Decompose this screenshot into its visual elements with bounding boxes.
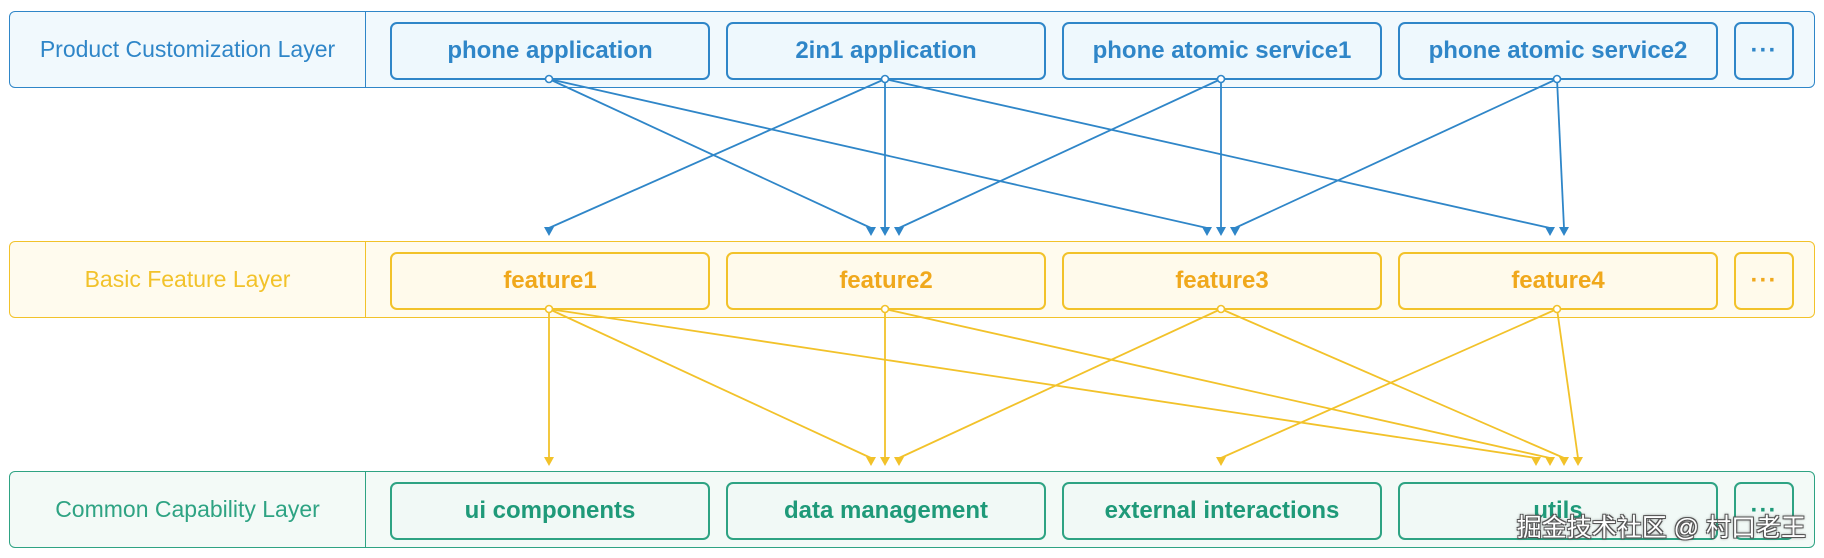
node-feature2: feature2: [726, 252, 1046, 310]
arrow-p2f-0: [548, 78, 876, 236]
more-product-node: ···: [1734, 22, 1794, 80]
node-feature1: feature1: [390, 252, 710, 310]
node-phone-atomic-service1: phone atomic service1: [1062, 22, 1382, 80]
arrow-p2f-7: [1230, 78, 1558, 236]
arrow-f2c-3: [880, 309, 890, 466]
arrow-f2c-8: [1556, 308, 1583, 466]
arrow-p2f-2: [544, 78, 886, 236]
arrow-f2c-0: [544, 309, 554, 466]
arrow-p2f-6: [1216, 79, 1226, 236]
more-common-node: ···: [1734, 482, 1794, 540]
node-utils: utils: [1398, 482, 1718, 540]
arrow-f2c-6: [1220, 308, 1569, 466]
arrow-f2c-7: [1216, 308, 1558, 466]
node-ui-components: ui components: [390, 482, 710, 540]
arrow-p2f-1: [548, 78, 1212, 236]
node-feature3: feature3: [1062, 252, 1382, 310]
node-2in1-application: 2in1 application: [726, 22, 1046, 80]
node-data-management: data management: [726, 482, 1046, 540]
watermark: 掘金技术社区 @ 村口老王: [1516, 514, 1806, 542]
arrow-f2c-2: [548, 308, 1541, 466]
common-capability-layer: Common Capability Layer ui components da…: [9, 471, 1815, 548]
product-customization-layer: Product Customization Layer phone applic…: [9, 11, 1815, 88]
arrow-f2c-4: [884, 308, 1555, 466]
layer-label-feature: Basic Feature Layer: [10, 242, 366, 317]
layer-label-common: Common Capability Layer: [10, 472, 366, 547]
layer-label-product: Product Customization Layer: [10, 12, 366, 87]
arrow-p2f-4: [884, 78, 1555, 236]
arrow-p2f-3: [880, 79, 890, 236]
arrow-p2f-5: [894, 78, 1222, 236]
node-phone-atomic-service2: phone atomic service2: [1398, 22, 1718, 80]
arrow-f2c-5: [894, 308, 1222, 466]
node-external-interactions: external interactions: [1062, 482, 1382, 540]
basic-feature-layer: Basic Feature Layer feature1 feature2 fe…: [9, 241, 1815, 318]
arrow-f2c-1: [548, 308, 876, 466]
more-feature-node: ···: [1734, 252, 1794, 310]
node-phone-application: phone application: [390, 22, 710, 80]
arrow-p2f-8: [1556, 78, 1569, 236]
node-feature4: feature4: [1398, 252, 1718, 310]
